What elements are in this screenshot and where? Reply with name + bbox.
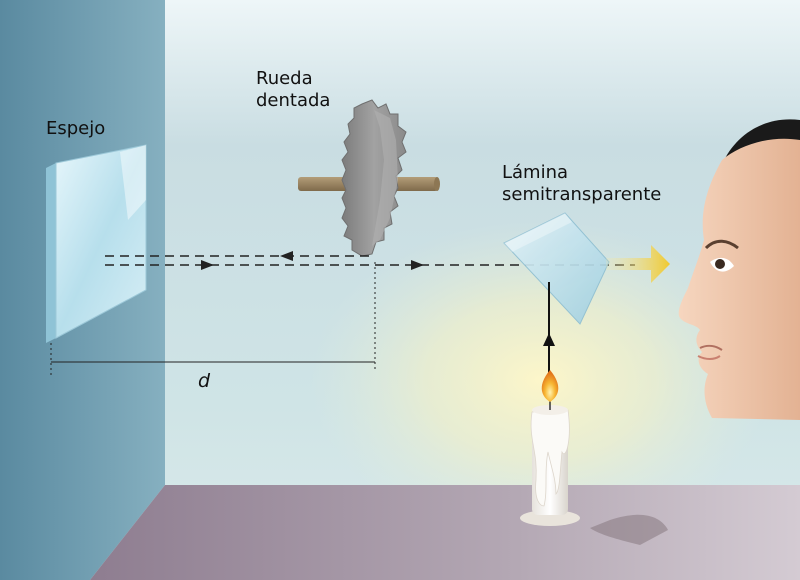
- mirror-label: Espejo: [46, 118, 105, 140]
- output-arrow: [606, 245, 670, 283]
- floor: [90, 485, 800, 580]
- plate-label: Lámina semitransparente: [502, 162, 661, 206]
- distance-label-text: d: [198, 370, 211, 392]
- gear-label-line1: Rueda: [256, 68, 313, 89]
- gear-label-line2: dentada: [256, 90, 331, 111]
- mirror-icon: [46, 144, 147, 343]
- gear-icon: [341, 99, 407, 257]
- axle-end: [434, 177, 440, 191]
- candle-glow: [310, 220, 770, 540]
- plate-label-line1: Lámina: [502, 162, 569, 183]
- arrow-up: [543, 333, 555, 346]
- candle-icon: [520, 370, 668, 545]
- arrow-left: [280, 251, 293, 261]
- distance-label: d: [198, 370, 210, 392]
- gear-axle-left: [298, 177, 350, 191]
- face-icon: [678, 119, 800, 421]
- arrow-right-1: [201, 260, 214, 270]
- plate-label-line2: semitransparente: [502, 184, 662, 205]
- arrow-right-2: [411, 260, 424, 270]
- mirror-label-text: Espejo: [46, 118, 106, 139]
- gear-label: Rueda dentada: [256, 68, 330, 112]
